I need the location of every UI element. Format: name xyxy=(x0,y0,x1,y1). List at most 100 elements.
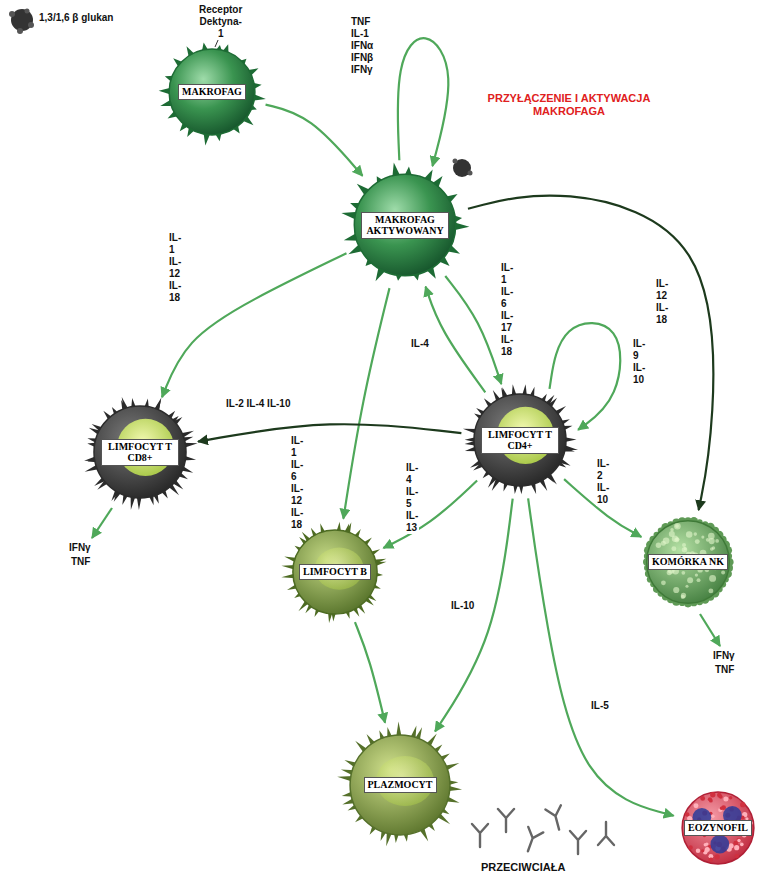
cell-membrane xyxy=(682,792,754,864)
cytokine-label: IFNγ xyxy=(68,542,92,554)
output-arrow xyxy=(92,508,112,538)
cell-granule xyxy=(720,807,723,810)
cell-granule xyxy=(700,796,705,801)
cell-granule xyxy=(721,571,725,575)
cell-granule xyxy=(656,542,661,547)
cell-label: MAKROFAG AKTYWOWANY xyxy=(361,212,449,239)
cell-granule xyxy=(667,570,672,575)
cytokine-label: IL-10 xyxy=(450,600,475,612)
cell-granule xyxy=(723,797,728,802)
cell-granule xyxy=(675,524,679,528)
cell-nucleus xyxy=(710,835,729,854)
macrophage-cell: MAKROFAG AKTYWOWANY xyxy=(340,160,470,290)
cell-granule xyxy=(708,533,715,540)
cell-granule xyxy=(701,849,704,852)
cell-membrane xyxy=(647,521,730,604)
cell-label: KOMÓRKA NK xyxy=(648,554,728,570)
cell-granule xyxy=(734,845,739,850)
cell-body xyxy=(84,397,198,510)
cytokine-label: IL-5 xyxy=(590,700,610,712)
cell-granule xyxy=(696,848,700,852)
cytokine-arrow xyxy=(266,105,363,176)
cell-granule xyxy=(717,793,722,798)
cell-granule xyxy=(714,854,720,860)
cell-granule xyxy=(701,536,704,539)
lymphocyte-cell: LIMFOCYT B xyxy=(281,518,389,626)
cell-label: MAKROFAG xyxy=(178,84,246,100)
glucan-bump xyxy=(9,11,15,17)
cytokine-label: IL-4 xyxy=(410,338,430,350)
cytokine-label: IL-1 IL-6 IL-12 IL-18 xyxy=(290,435,304,531)
cell-granule xyxy=(681,595,685,599)
cytokine-label: TNF xyxy=(714,664,735,676)
cell-label: LIMFOCYT B xyxy=(299,564,371,580)
antibody xyxy=(570,831,586,854)
macrophage-cell: MAKROFAG xyxy=(157,37,267,147)
cell-granule xyxy=(685,585,688,588)
cell-granule xyxy=(687,577,693,583)
cell-body xyxy=(337,722,462,847)
receptor-label: Receptor Dektyna-1 xyxy=(198,4,243,40)
cytokine-arrow xyxy=(550,323,621,430)
cell-granule xyxy=(711,815,714,818)
cell-label: LIMFOCYT T CD8+ xyxy=(101,439,179,466)
cell-granule xyxy=(735,854,739,858)
glucan-bump xyxy=(25,9,30,14)
cell-membrane xyxy=(474,394,566,486)
glucan-particle xyxy=(453,159,473,178)
cytokine-label: IL-9 IL-10 xyxy=(632,338,646,386)
cell-granule xyxy=(709,575,716,582)
cell-granule xyxy=(674,523,681,530)
glucan-bump xyxy=(17,28,23,34)
cytokine-label: IL-1 IL-12 IL-18 xyxy=(168,232,182,304)
substance-label: 1,3/1,6 β glukan xyxy=(38,12,114,24)
output-arrow xyxy=(700,614,720,646)
cell-granule xyxy=(740,843,744,847)
cell-granule xyxy=(704,843,708,847)
cell-granule xyxy=(682,547,688,553)
glucan-particle xyxy=(9,9,34,35)
eosinophil-cell: EOZYNOFIL xyxy=(672,782,764,874)
antibody xyxy=(498,809,514,832)
cell-granule xyxy=(663,538,670,545)
cytokine-arrow xyxy=(355,622,385,723)
cytokine-arrow xyxy=(198,424,461,441)
cell-body xyxy=(643,517,734,607)
cell-granule xyxy=(709,799,713,803)
cell-body xyxy=(463,384,578,494)
cell-granule xyxy=(737,839,741,843)
glucan-bump xyxy=(28,22,34,28)
cell-body xyxy=(341,163,469,282)
cell-granule xyxy=(671,546,676,551)
cell-granule xyxy=(670,528,674,532)
cell-granule xyxy=(688,845,692,849)
glucan-bump xyxy=(453,159,458,164)
antibody-label: PRZECIWCIAŁA xyxy=(480,861,566,874)
cell-membrane xyxy=(169,49,255,135)
cell-granule xyxy=(729,796,732,799)
nk-cell: KOMÓRKA NK xyxy=(635,509,741,615)
antibody xyxy=(520,827,543,854)
glucan-bump xyxy=(468,171,473,176)
cell-body xyxy=(159,43,266,146)
cell-body xyxy=(682,792,754,864)
cytokine-arrow xyxy=(383,481,477,549)
cytokine-arrow xyxy=(398,38,449,166)
antibody xyxy=(472,824,488,847)
cell-body xyxy=(281,522,386,623)
cytokine-arrow xyxy=(162,253,346,397)
cell-granule xyxy=(661,580,666,585)
cytokine-arrow xyxy=(343,288,389,519)
cell-membrane xyxy=(293,530,377,614)
cell-granule xyxy=(708,858,712,862)
plasma-cell: PLAZMOCYT xyxy=(336,721,464,849)
cell-granule xyxy=(733,841,738,846)
cell-label: LIMFOCYT T CD4+ xyxy=(481,427,559,454)
cytokine-label: IL-2 IL-10 xyxy=(596,458,610,506)
cell-label: EOZYNOFIL xyxy=(684,820,752,836)
cell-granule xyxy=(682,543,686,547)
antibodies xyxy=(472,805,614,854)
lymphocyte-cell: LIMFOCYT T CD4+ xyxy=(461,381,579,499)
cell-membrane xyxy=(94,406,186,498)
antibody xyxy=(598,822,614,845)
